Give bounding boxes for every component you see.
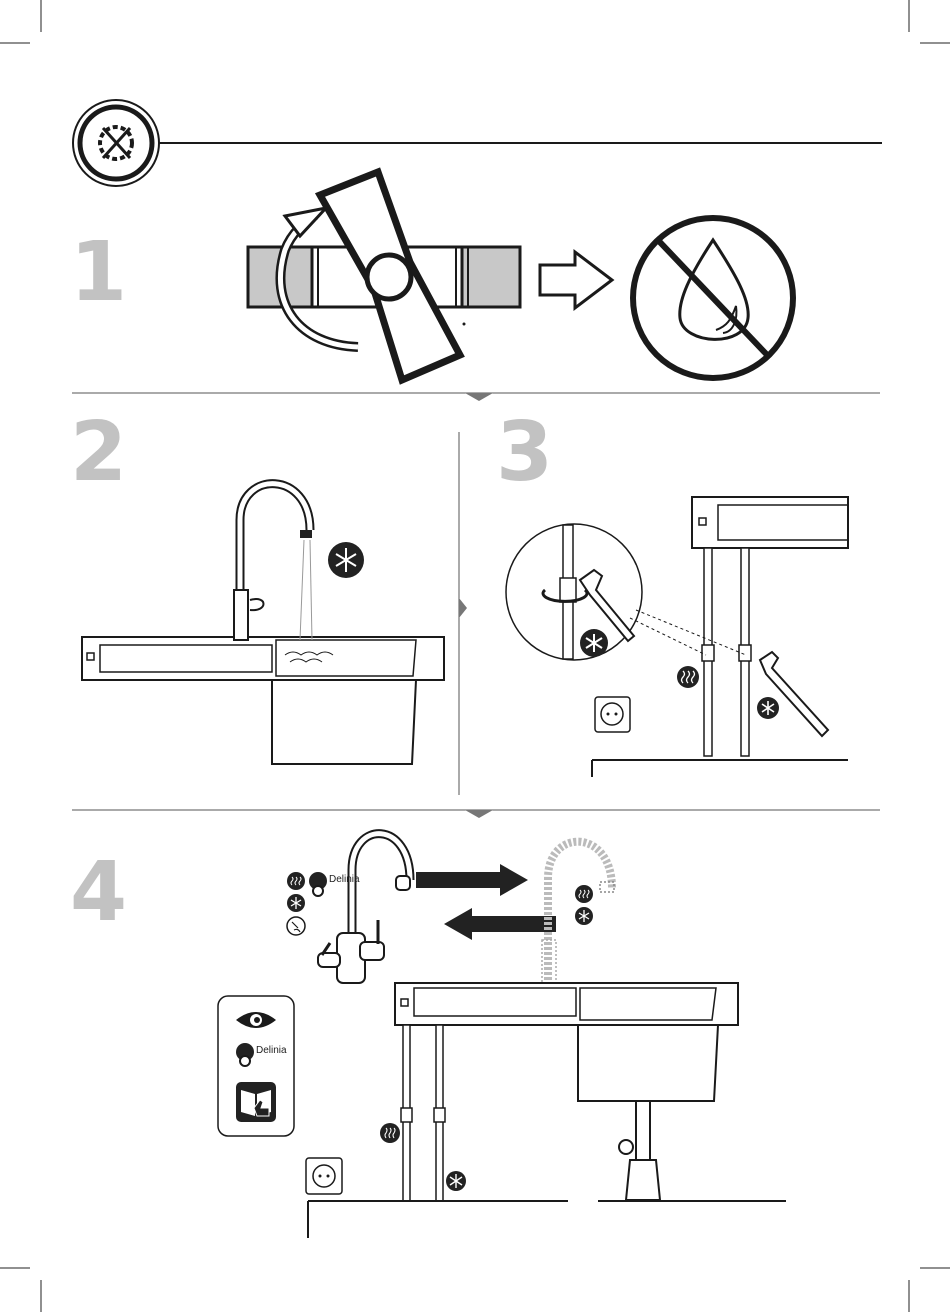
faucet-sink-illustration <box>82 484 444 764</box>
cold-water-icon <box>575 907 593 925</box>
no-water-icon <box>633 218 793 378</box>
manual-icon <box>236 1082 276 1122</box>
hot-water-icon <box>575 885 593 903</box>
filter-faucet-illustration <box>318 834 410 983</box>
hot-water-icon <box>380 1123 400 1143</box>
valve-turn-icon <box>248 172 520 380</box>
cold-water-icon <box>446 1171 466 1191</box>
cold-water-icon <box>328 542 364 578</box>
hot-water-icon <box>287 872 305 890</box>
arrow-right-icon <box>540 252 612 308</box>
arrow-left-icon <box>444 908 556 940</box>
brand-logo-text: Delinia <box>256 1045 287 1056</box>
brand-logo-text: Delinia <box>329 874 360 885</box>
under-sink-valves-illustration <box>506 497 848 777</box>
cold-water-icon <box>287 894 305 912</box>
filtered-water-icon <box>287 917 305 935</box>
cold-water-icon <box>757 697 779 719</box>
logo-badge-icon <box>309 872 327 896</box>
tools-gear-icon <box>73 100 159 186</box>
sink-installation-illustration <box>308 983 786 1238</box>
arrow-right-icon <box>416 864 528 896</box>
hot-water-icon <box>677 666 699 688</box>
power-socket-icon <box>306 1158 342 1194</box>
power-socket-icon <box>595 697 630 732</box>
cold-water-icon <box>580 629 608 657</box>
